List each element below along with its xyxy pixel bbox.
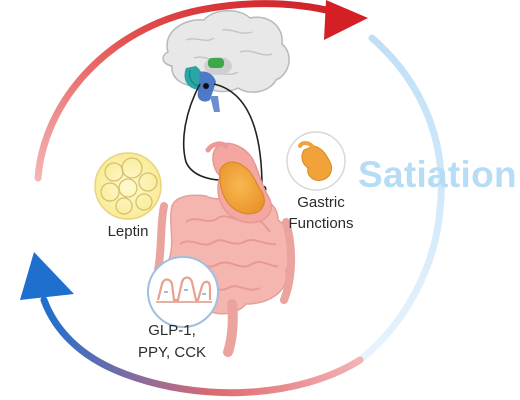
cycle-arrow-icon	[20, 0, 445, 397]
cycle-arc-bottom	[40, 296, 364, 397]
gastric-functions-label: Gastric Functions	[276, 192, 366, 234]
cycle-arrowhead-red	[324, 0, 368, 40]
leptin-fat-cells-icon	[94, 152, 162, 220]
cycle-arrowhead-blue	[20, 252, 74, 300]
cycle-arc-top	[34, 0, 346, 182]
satiation-label: Satiation	[358, 154, 517, 195]
cycle-arc-right	[356, 34, 445, 364]
leptin-label: Leptin	[107, 223, 149, 240]
gastric-label-line1: Gastric	[297, 194, 345, 211]
gastric-label-line2: Functions	[288, 215, 354, 232]
brain-node-dot	[203, 83, 209, 89]
hormones-label-line2: PPY, CCK	[137, 344, 207, 361]
brain-icon	[162, 10, 290, 112]
gastric-functions-stomach-icon	[286, 131, 346, 191]
hormones-label-line1: GLP-1,	[148, 322, 196, 339]
hormones-label: GLP-1, PPY, CCK	[132, 320, 212, 364]
stomach-icon	[205, 141, 273, 224]
gut-villi-icon	[147, 256, 219, 328]
